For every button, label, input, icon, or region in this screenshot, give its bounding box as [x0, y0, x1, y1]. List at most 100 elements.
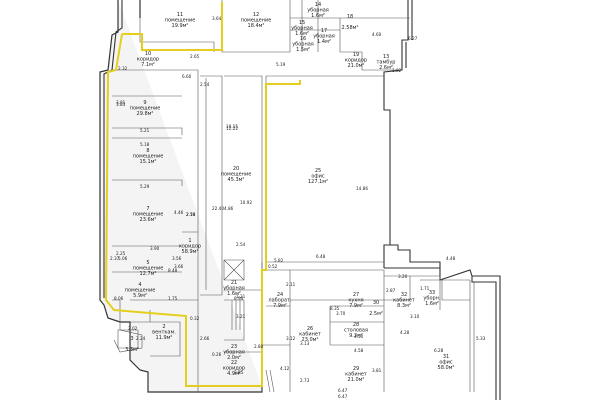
- room-num: 28: [353, 322, 359, 328]
- room-area: 7.1м²: [141, 62, 155, 68]
- room-area: 4.9м²: [227, 371, 241, 377]
- room-name: тамбур: [377, 60, 396, 66]
- dimension-label: 5.06: [118, 256, 128, 261]
- room-name: офис: [311, 174, 325, 180]
- room-area: 12.7м²: [140, 271, 157, 277]
- dimension-label: 8.06: [114, 296, 124, 301]
- room-num: 7: [146, 206, 149, 212]
- room-area: 7.9м²: [349, 303, 363, 309]
- room-name: кабинет: [299, 332, 321, 338]
- dimension-label: 2.74: [186, 212, 196, 217]
- interior-walls: [112, 0, 470, 393]
- dimension-label: 3.66: [174, 264, 184, 269]
- room-label-3: 33.3м²: [125, 336, 139, 353]
- room-name: коридор: [223, 366, 245, 372]
- dimension-label: 0.52: [268, 264, 278, 269]
- dimension-label: 5.29: [140, 184, 150, 189]
- room-name: кабинет: [345, 372, 367, 378]
- room-area: 29.8м²: [137, 111, 154, 117]
- room-area: 3.3м²: [125, 347, 139, 353]
- room-num: 17: [321, 28, 327, 34]
- room-area: 21.0м²: [348, 63, 365, 69]
- room-num: 20: [233, 166, 239, 172]
- room-name: помещение: [165, 18, 196, 24]
- room-num: 25: [315, 168, 321, 174]
- dimension-label: 3.83: [116, 102, 126, 107]
- room-area: 5.9м²: [133, 293, 147, 299]
- room-name: коридор: [179, 244, 201, 250]
- room-name: помещение: [125, 288, 156, 294]
- room-area: 2.5м²: [369, 311, 383, 317]
- room-area: 1.5м²: [296, 47, 310, 53]
- room-num: 8: [146, 148, 149, 154]
- dimension-label: 5.19: [276, 62, 286, 67]
- dimension-label: 1.82: [392, 68, 402, 73]
- room-area: 2.58м²: [342, 25, 359, 31]
- room-num: 24: [277, 292, 283, 298]
- dimension-label: 3.70: [336, 311, 346, 316]
- stairs-right: [469, 280, 475, 392]
- dimension-label: 0.32: [190, 316, 200, 321]
- room-num: 27: [353, 292, 359, 298]
- dimension-label: 4.46: [174, 210, 184, 215]
- dimension-label: 3.21: [236, 314, 246, 319]
- room-name: столовая: [344, 328, 368, 334]
- room-area: 45.3м²: [228, 177, 245, 183]
- room-num: 18: [347, 14, 353, 20]
- highlighted-zone: [104, 2, 301, 387]
- room-area: 1.4м²: [317, 39, 331, 45]
- dimension-label: 3.56: [172, 256, 182, 261]
- room-num: 13: [383, 54, 389, 60]
- dimension-label: 1.71: [420, 286, 430, 291]
- room-name: помещение: [130, 106, 161, 112]
- room-area: 2.0м²: [227, 355, 241, 361]
- room-num: 26: [307, 326, 313, 332]
- dimension-label: 3.12: [286, 336, 296, 341]
- dimension-label: 2.11: [286, 282, 296, 287]
- room-name: венткам.: [152, 330, 176, 336]
- room-name: уборная: [291, 26, 313, 32]
- dimension-label: 8.35: [330, 306, 340, 311]
- room-area: 2.6м²: [379, 65, 393, 71]
- dimension-label: 2.66: [200, 336, 210, 341]
- room-num: 29: [353, 366, 359, 372]
- dimension-label: 6.47: [338, 394, 348, 399]
- room-name: помещение: [221, 172, 252, 178]
- dimension-label: 2.37: [110, 256, 120, 261]
- dimension-label: 3.81: [372, 368, 382, 373]
- dimension-label: 6.60: [182, 74, 192, 79]
- dimension-label: 3.64: [212, 16, 222, 21]
- room-area: 9.3м²: [349, 333, 363, 339]
- room-area: 8.3м²: [397, 303, 411, 309]
- dimension-label: 5.33: [476, 336, 486, 341]
- dimension-label: 22.40: [212, 206, 224, 211]
- dimension-label: 2.02: [128, 326, 138, 331]
- room-num: 16: [300, 36, 306, 42]
- room-num: 5: [146, 260, 149, 266]
- dimension-label: 5.18: [140, 142, 150, 147]
- dimension-label: 6.28: [434, 348, 444, 353]
- room-name: уборная: [313, 34, 335, 40]
- room-area: 18.4м²: [248, 23, 265, 29]
- room-name: уборная: [307, 8, 329, 14]
- room-num: 12: [253, 12, 259, 18]
- room-area: 19.9м²: [172, 23, 189, 29]
- dimension-label: 8.48: [168, 268, 178, 273]
- dimension-label: 2.56: [186, 212, 196, 217]
